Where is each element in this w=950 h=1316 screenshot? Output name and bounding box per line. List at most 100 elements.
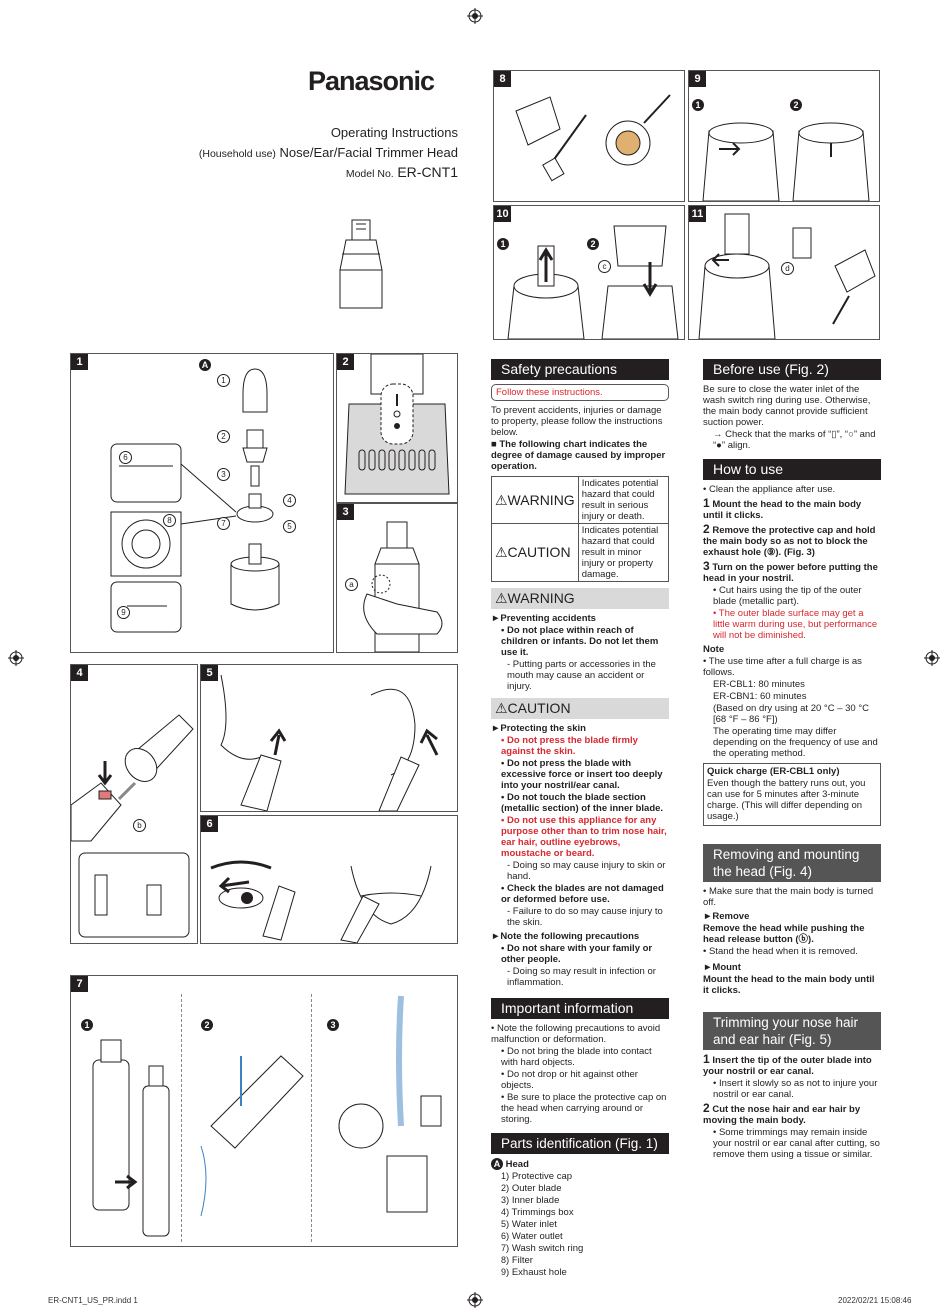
figure-number: 2 bbox=[337, 354, 354, 370]
model-number: ER-CNT1 bbox=[397, 164, 458, 180]
before-use-check: → Check that the marks of “▯”, “○” and “… bbox=[713, 429, 876, 451]
model-line: Model No. ER-CNT1 bbox=[346, 164, 458, 180]
step-divider bbox=[311, 994, 312, 1242]
part-number: 4 bbox=[501, 1207, 507, 1217]
figure-1: 1 A 1 2 3 4 5 6 7 8 9 bbox=[70, 353, 334, 653]
how-step-detail: • The outer blade surface may get a litt… bbox=[713, 608, 878, 641]
part-name: Water outlet bbox=[511, 1231, 563, 1242]
middle-column: Safety precautions Follow these instruct… bbox=[491, 359, 670, 1279]
figure-5: 5 bbox=[200, 664, 458, 812]
part-name: Outer blade bbox=[511, 1183, 562, 1194]
callout-4: 4 bbox=[283, 494, 296, 507]
part-number: 7 bbox=[501, 1243, 507, 1253]
trim-step-detail: • Some trimmings may remain inside your … bbox=[713, 1127, 880, 1160]
brand-logo: Panasonic bbox=[308, 66, 435, 96]
step-1-marker: 1 bbox=[81, 1019, 93, 1031]
figure-10: 10 1 2 c bbox=[493, 205, 685, 340]
step-text: Turn on the power before putting the hea… bbox=[703, 562, 878, 584]
quick-charge-text: Even though the battery runs out, you ca… bbox=[707, 778, 866, 822]
figure-number: 5 bbox=[201, 665, 218, 681]
callout-8: 8 bbox=[163, 514, 176, 527]
step-number: 1 bbox=[703, 1052, 710, 1066]
filter-removal-drawing bbox=[507, 225, 679, 339]
note-line: ER-CBN1: 60 minutes bbox=[713, 691, 807, 702]
mount-text: Mount the head to the main body until it… bbox=[703, 974, 875, 996]
figure-number: 3 bbox=[337, 504, 354, 520]
head-reassembly-drawing bbox=[698, 213, 876, 339]
figure-8: 8 bbox=[493, 70, 685, 202]
part-item: 5) Water inlet bbox=[501, 1219, 557, 1230]
removing-heading: Removing and mounting the head (Fig. 4) bbox=[703, 844, 881, 882]
callout-release-b: b bbox=[133, 819, 146, 832]
trimming-heading: Trimming your nose hair and ear hair (Fi… bbox=[703, 1012, 881, 1050]
step-text: Mount the head to the main body until it… bbox=[703, 499, 862, 521]
note-heading: Note bbox=[703, 644, 725, 655]
part-name: Exhaust hole bbox=[511, 1267, 567, 1278]
step-2-marker: 2 bbox=[587, 238, 599, 250]
part-name: Protective cap bbox=[511, 1171, 573, 1182]
figure-number: 6 bbox=[201, 816, 218, 832]
warning-heading: ⚠WARNING bbox=[491, 588, 669, 609]
wash-ring-alignment-drawing bbox=[344, 354, 450, 495]
part-number: 1 bbox=[501, 1171, 507, 1181]
figure-number: 8 bbox=[494, 71, 511, 87]
caution-detail: - Doing so may result in infection or in… bbox=[507, 966, 656, 988]
note-line: The operating time may differ depending … bbox=[713, 726, 878, 759]
how-step-detail: • Cut hairs using the tip of the outer b… bbox=[713, 585, 862, 607]
warning-label: ⚠WARNING bbox=[491, 476, 579, 524]
registration-mark-top bbox=[467, 8, 483, 24]
severity-chart: ⚠WARNING Indicates potential hazard that… bbox=[491, 476, 670, 582]
footer-timestamp: 2022/02/21 15:08:46 bbox=[838, 1296, 912, 1305]
callout-7: 7 bbox=[217, 517, 230, 530]
warning-subhead: ►Preventing accidents bbox=[491, 613, 596, 624]
caution-item: • Do not share with your family or other… bbox=[501, 943, 653, 965]
step-number: 2 bbox=[703, 522, 710, 536]
part-name: Trimmings box bbox=[511, 1207, 574, 1218]
remove-text: Remove the head while pushing the head r… bbox=[703, 923, 865, 945]
trim-step: 1 Insert the tip of the outer blade into… bbox=[703, 1052, 881, 1077]
part-name: Water inlet bbox=[511, 1219, 557, 1230]
part-item: 6) Water outlet bbox=[501, 1231, 563, 1242]
safety-intro: To prevent accidents, injuries or damage… bbox=[491, 405, 663, 438]
product-line: (Household use) Nose/Ear/Facial Trimmer … bbox=[199, 145, 458, 160]
holding-trimmer-drawing bbox=[363, 521, 443, 652]
step-1-marker: 1 bbox=[692, 99, 704, 111]
before-use-heading: Before use (Fig. 2) bbox=[703, 359, 881, 380]
quick-charge-box: Quick charge (ER-CBL1 only) Even though … bbox=[703, 763, 881, 826]
figure-number: 9 bbox=[689, 71, 706, 87]
part-item: 3) Inner blade bbox=[501, 1195, 560, 1206]
callout-3: 3 bbox=[217, 468, 230, 481]
part-item: 1) Protective cap bbox=[501, 1171, 573, 1182]
registration-mark-right bbox=[924, 650, 940, 666]
before-use-text: Be sure to close the water inlet of the … bbox=[703, 384, 871, 428]
step-number: 3 bbox=[703, 559, 710, 573]
callout-5: 5 bbox=[283, 520, 296, 533]
follow-instructions-box: Follow these instructions. bbox=[491, 384, 669, 401]
caution-heading: ⚠CAUTION bbox=[491, 698, 669, 719]
step-text: Remove the protective cap and hold the m… bbox=[703, 525, 876, 558]
model-label: Model No. bbox=[345, 168, 394, 180]
callout-c: c bbox=[598, 260, 611, 273]
step-3-marker: 3 bbox=[327, 1019, 339, 1031]
part-name: Inner blade bbox=[511, 1195, 560, 1206]
figure-9: 9 1 2 bbox=[688, 70, 880, 202]
important-heading: Important information bbox=[491, 998, 669, 1019]
callout-head: A bbox=[199, 359, 211, 371]
part-number: 6 bbox=[501, 1231, 507, 1241]
caution-item: • Do not use this appliance for any purp… bbox=[501, 815, 667, 859]
callout-9: 9 bbox=[117, 606, 130, 619]
callout-exhaust-a: a bbox=[345, 578, 358, 591]
caution-item: • Do not press the blade with excessive … bbox=[501, 758, 663, 791]
safety-heading: Safety precautions bbox=[491, 359, 669, 380]
part-item: 2) Outer blade bbox=[501, 1183, 562, 1194]
figure-6: 6 bbox=[200, 815, 458, 944]
part-number: 8 bbox=[501, 1255, 507, 1265]
part-number: 5 bbox=[501, 1219, 507, 1229]
parts-list: 1) Protective cap 2) Outer blade 3) Inne… bbox=[491, 1171, 669, 1278]
step-number: 2 bbox=[703, 1101, 710, 1115]
step-1-marker: 1 bbox=[497, 238, 509, 250]
caution-detail: - Doing so may cause injury to skin or h… bbox=[507, 860, 666, 882]
part-number: 2 bbox=[501, 1183, 507, 1193]
part-name: Wash switch ring bbox=[511, 1243, 584, 1254]
registration-mark-bottom bbox=[467, 1292, 483, 1308]
